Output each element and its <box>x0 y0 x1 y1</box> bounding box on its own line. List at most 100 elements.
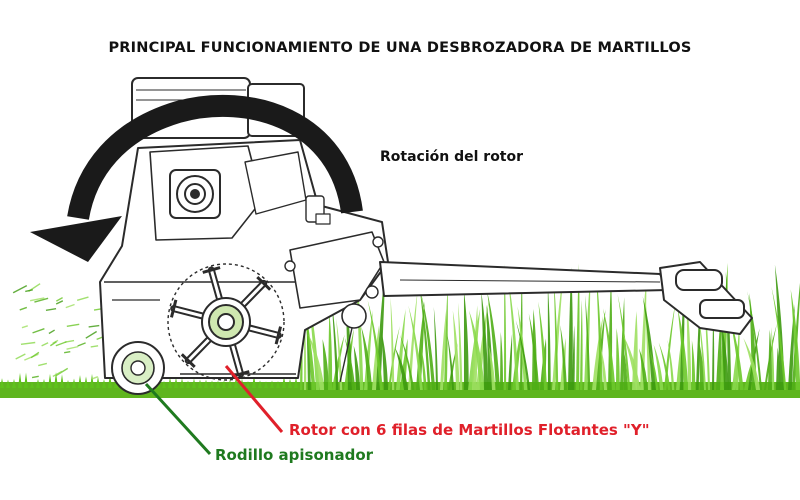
clipping <box>52 370 63 378</box>
clipping <box>20 341 36 345</box>
grass-blade <box>399 334 415 390</box>
short-grass <box>204 379 208 388</box>
short-grass <box>12 378 16 388</box>
short-grass <box>168 377 172 388</box>
short-grass <box>264 381 268 388</box>
short-grass <box>234 377 238 388</box>
grass-blade <box>528 313 540 390</box>
short-grass <box>276 381 280 388</box>
grass-blade <box>595 270 603 390</box>
grass-blade <box>446 333 455 390</box>
short-grass <box>102 379 106 388</box>
hammer-tip <box>202 266 221 274</box>
grass-blade <box>552 270 564 390</box>
clipping <box>65 303 75 309</box>
grass-blade <box>487 290 501 390</box>
grass-blade <box>457 302 463 390</box>
grass-blade <box>572 325 575 390</box>
short-grass <box>192 378 196 388</box>
short-grass <box>24 372 28 388</box>
grass-blade <box>743 337 761 390</box>
clipping <box>12 285 28 294</box>
grass-blade <box>396 308 406 390</box>
short-grass <box>0 378 4 388</box>
grass-blade <box>667 339 675 390</box>
grass-blade <box>308 334 325 390</box>
short-grass <box>66 379 70 388</box>
grass-blade <box>336 318 343 390</box>
grass-blade <box>418 278 431 390</box>
grass-blade <box>617 294 631 390</box>
clipping <box>66 323 80 328</box>
grass-blade <box>664 302 676 390</box>
grass-blade <box>300 290 316 390</box>
hammer-highlight <box>245 325 280 337</box>
grass-blade <box>481 291 489 390</box>
short-grass <box>60 374 64 388</box>
grass-blade <box>463 290 469 390</box>
short-grass <box>288 378 292 388</box>
short-grass <box>90 373 94 388</box>
roller <box>111 341 165 395</box>
clipping <box>77 342 86 347</box>
hammer-tip <box>169 299 178 318</box>
grass-blade <box>691 340 696 390</box>
short-grass <box>30 381 34 388</box>
rotor-label: Rotor con 6 filas de Martillos Flotantes… <box>289 421 650 439</box>
clipping <box>64 351 71 354</box>
grass-blade <box>677 308 689 390</box>
clipping <box>32 328 45 334</box>
hammer-tip <box>256 276 272 291</box>
grass-blade <box>488 345 496 390</box>
clipping <box>30 351 40 359</box>
grass-blade <box>771 286 787 390</box>
grass-blade <box>721 322 729 390</box>
grass-blade <box>388 325 400 390</box>
grass-blade <box>515 320 531 390</box>
clipping <box>30 297 45 302</box>
grass-blade <box>361 326 373 390</box>
grass-blade <box>649 348 659 390</box>
roller-label: Rodillo apisonador <box>215 446 374 464</box>
grass-blade <box>790 289 800 390</box>
grass-blade <box>547 284 551 390</box>
clipping <box>45 308 57 312</box>
grass-blade <box>444 285 448 390</box>
clipping <box>55 300 64 305</box>
clipping <box>41 342 49 347</box>
clipping <box>31 375 39 379</box>
short-grass <box>246 380 250 388</box>
short-grass <box>210 380 214 388</box>
short-grass <box>6 379 10 388</box>
rotor-callout-line <box>224 365 284 433</box>
short-grass <box>72 378 76 388</box>
grass-blade <box>553 277 559 390</box>
diagram-title: PRINCIPAL FUNCIONAMIENTO DE UNA DESBROZA… <box>108 40 692 56</box>
clipping <box>55 341 67 347</box>
short-grass <box>258 380 262 388</box>
clipping <box>85 330 98 339</box>
short-grass <box>54 372 58 388</box>
grass-blade <box>395 347 409 390</box>
grass-blade <box>642 296 657 390</box>
short-grass <box>48 373 52 388</box>
grass-blade <box>584 295 591 390</box>
clipping <box>19 306 28 311</box>
grass-blade <box>603 308 616 390</box>
clipping <box>88 324 100 328</box>
grass-blade <box>381 330 389 390</box>
grass-blade <box>639 348 648 390</box>
grass-blade <box>353 345 361 390</box>
short-grass <box>294 376 298 388</box>
clipping <box>90 345 99 348</box>
short-grass <box>198 379 202 388</box>
grass-blade <box>440 309 447 390</box>
grass-blade <box>568 267 573 390</box>
hitch-arm <box>379 261 753 335</box>
short-grass <box>96 376 100 388</box>
hammer-highlight <box>172 307 207 319</box>
grass-blade <box>616 328 620 390</box>
short-grass <box>180 378 184 388</box>
short-grass <box>42 378 46 388</box>
clipping <box>15 353 26 360</box>
